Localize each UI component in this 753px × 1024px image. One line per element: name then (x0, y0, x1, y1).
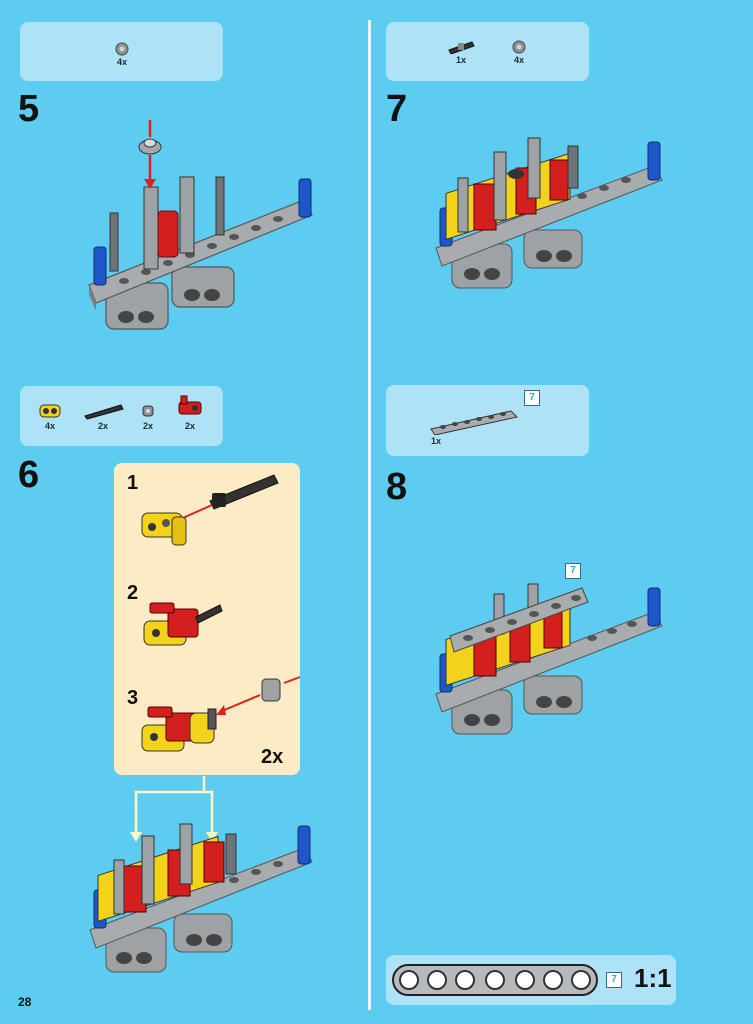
scale-label: 1:1 (634, 963, 672, 993)
model-step-7 (435, 137, 663, 289)
part-quantity: 4x (44, 421, 55, 431)
parts-list-step-7: 1x 4x (386, 22, 589, 81)
substep-1-illustration (141, 474, 279, 546)
submodel-multiplier: 2x (261, 746, 284, 768)
part-quantity: 4x (116, 57, 127, 67)
yellow-connector-icon (39, 404, 61, 418)
submodel-panel: 1 2 3 2x (114, 463, 301, 775)
part-quantity: 1x (430, 436, 441, 446)
length-badge: 7 (565, 563, 581, 579)
model-step-5 (88, 120, 313, 330)
length-badge: 7 (524, 390, 540, 406)
part-quantity: 1x (455, 55, 466, 65)
part-callout: 1x (426, 407, 522, 446)
model-step-6 (89, 823, 313, 973)
part-callout: 4x (507, 40, 531, 65)
scale-reference-box: 7 1:1 (386, 955, 676, 1005)
step-number: 5 (18, 88, 40, 130)
step-number: 7 (386, 88, 408, 130)
part-quantity: 4x (513, 55, 524, 65)
callout-lines (130, 776, 218, 842)
substep-2-illustration (143, 602, 223, 646)
part-callout: 4x (110, 42, 134, 67)
substep-3-illustration (141, 676, 301, 752)
substep-number: 1 (127, 472, 139, 494)
bush-icon (142, 405, 154, 417)
part-callout: 2x (172, 394, 208, 431)
part-callout: 1x (444, 38, 478, 65)
part-callout: 2x (136, 402, 160, 431)
column-divider (368, 20, 371, 1010)
step-number: 6 (18, 454, 40, 496)
beam-7-icon (430, 410, 518, 435)
red-connector-icon (178, 395, 202, 415)
page-number: 28 (18, 995, 32, 1009)
black-axle-icon (84, 404, 124, 420)
length-badge: 7 (606, 972, 622, 988)
substep-number: 3 (127, 687, 139, 709)
part-quantity: 2x (97, 421, 108, 431)
parts-list-step-5: 4x (20, 22, 223, 81)
model-step-8 (435, 583, 663, 735)
beam-7-icon (392, 964, 598, 996)
bush-icon (512, 40, 526, 54)
part-callout: 4x (35, 402, 65, 431)
parts-list-step-6: 4x 2x 2x 2x (20, 386, 223, 446)
axle-pin-icon (448, 41, 475, 54)
step-number: 8 (386, 466, 408, 508)
part-quantity: 2x (184, 421, 195, 431)
bush-icon (115, 42, 129, 56)
part-quantity: 2x (142, 421, 153, 431)
part-callout: 2x (80, 402, 126, 431)
parts-list-step-8: 7 1x (386, 385, 589, 456)
substep-number: 2 (127, 582, 139, 604)
